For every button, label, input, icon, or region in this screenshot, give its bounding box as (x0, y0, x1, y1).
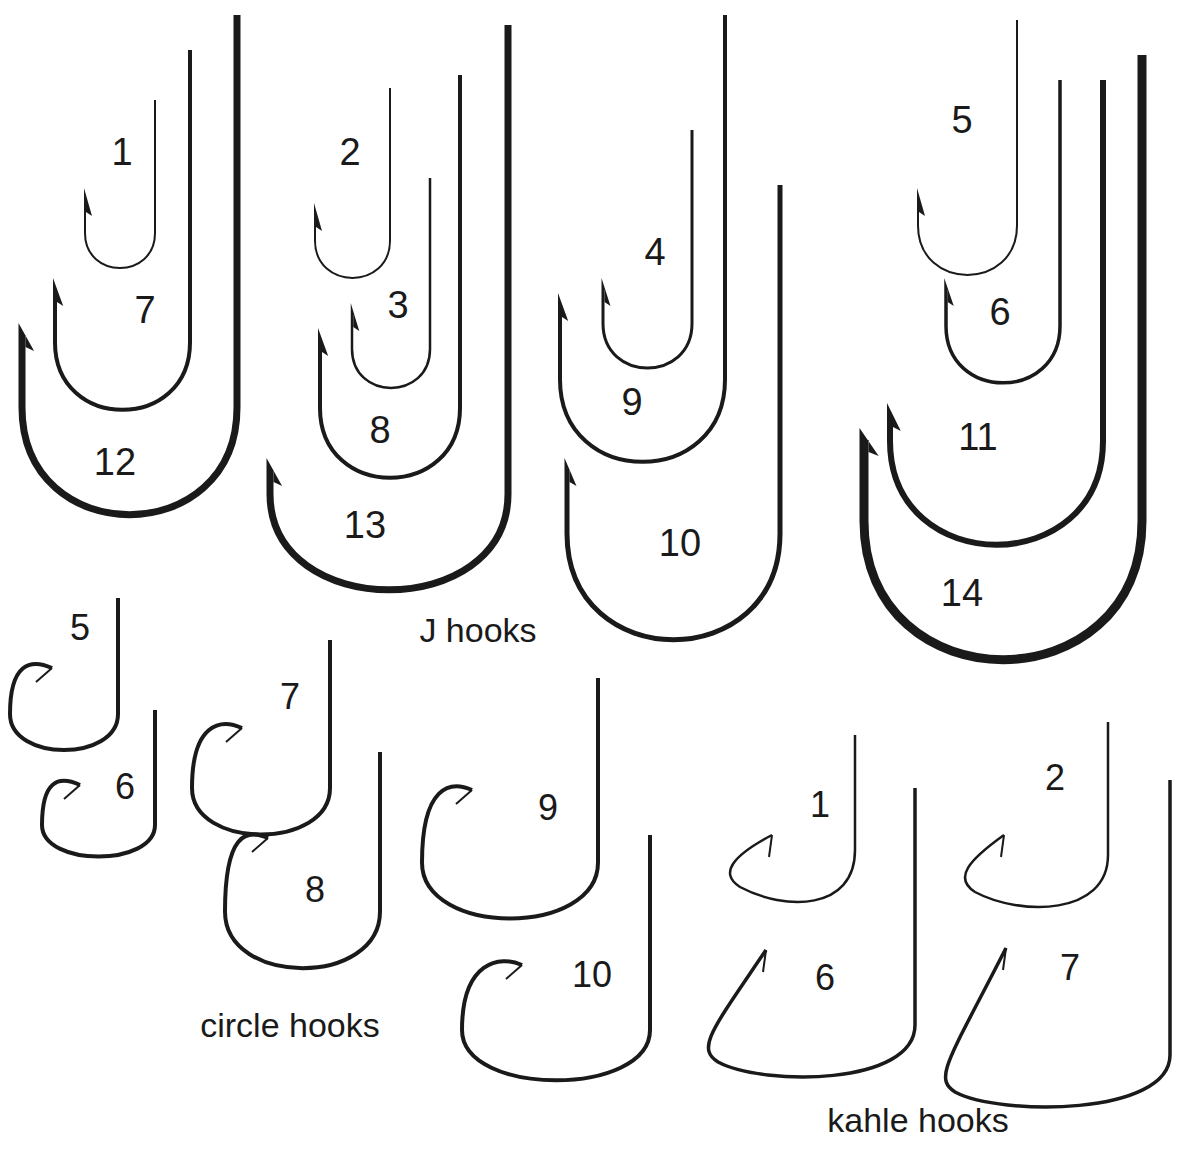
size-number: 7 (1060, 950, 1080, 986)
hook-barb (944, 278, 954, 306)
kahle-hook (965, 722, 1108, 907)
j-hook (603, 130, 692, 368)
size-number: 1 (111, 133, 132, 171)
kahle-hook (730, 735, 855, 902)
j-hook (85, 100, 155, 268)
j-hook (320, 75, 460, 478)
size-number: 4 (644, 233, 665, 271)
size-number: 8 (305, 872, 325, 908)
size-number: 9 (621, 383, 642, 421)
hook-barb (36, 668, 52, 682)
size-number: 10 (659, 524, 701, 562)
hook-barb (267, 458, 283, 486)
j-hook (567, 185, 780, 640)
size-number: 2 (1045, 760, 1065, 796)
hook-barb (602, 278, 611, 306)
hook-barb (456, 790, 472, 804)
hook-barb (318, 328, 328, 356)
hook-barb (84, 188, 92, 216)
hook-barb (887, 403, 901, 431)
hook-barb (19, 323, 35, 351)
size-number: 12 (94, 443, 136, 481)
group-label: J hooks (419, 613, 536, 647)
j-hook (864, 55, 1142, 660)
circle-hook (10, 598, 118, 750)
hook-barb (763, 950, 766, 972)
hook-barb (1003, 948, 1006, 970)
hook-barb (565, 458, 577, 486)
hook-barb (558, 293, 568, 321)
hook-barb (64, 785, 80, 799)
size-number: 1 (810, 787, 830, 823)
hook-barb (252, 838, 268, 852)
circle-hook (42, 710, 155, 857)
j-hook (918, 20, 1017, 275)
j-hook (560, 15, 725, 462)
j-hook (352, 178, 430, 388)
size-number: 14 (941, 574, 983, 612)
hook-barb (860, 428, 879, 456)
circle-hook (192, 640, 330, 835)
size-number: 9 (538, 790, 558, 826)
size-number: 11 (958, 418, 997, 456)
size-number: 6 (989, 293, 1010, 331)
size-number: 7 (134, 291, 155, 329)
kahle-hook (708, 788, 915, 1077)
size-number: 8 (369, 411, 390, 449)
size-number: 6 (815, 960, 835, 996)
hook-barb (351, 303, 360, 331)
size-number: 10 (572, 957, 612, 993)
hook-barb (226, 728, 242, 742)
group-label: kahle hooks (827, 1103, 1008, 1137)
size-number: 2 (339, 133, 360, 171)
group-label: circle hooks (200, 1008, 380, 1042)
hook-barb (917, 188, 925, 216)
hook-barb (769, 835, 772, 857)
j-hook (55, 50, 190, 410)
hook-barb (314, 203, 322, 231)
j-hook (890, 80, 1103, 545)
size-number: 6 (115, 769, 135, 805)
j-hook (270, 25, 508, 590)
size-number: 5 (70, 610, 90, 646)
circle-hook (422, 678, 598, 918)
j-hook (22, 15, 237, 515)
circle-hook (225, 752, 380, 968)
size-number: 3 (387, 286, 408, 324)
kahle-hook (946, 780, 1170, 1107)
size-number: 7 (280, 679, 300, 715)
size-number: 13 (344, 506, 386, 544)
circle-hook (462, 835, 650, 1080)
hook-barb (53, 278, 63, 306)
hook-barb (506, 965, 522, 979)
hook-barb (1001, 835, 1004, 857)
size-number: 5 (951, 101, 972, 139)
j-hook (315, 88, 390, 278)
j-hook (946, 80, 1060, 383)
